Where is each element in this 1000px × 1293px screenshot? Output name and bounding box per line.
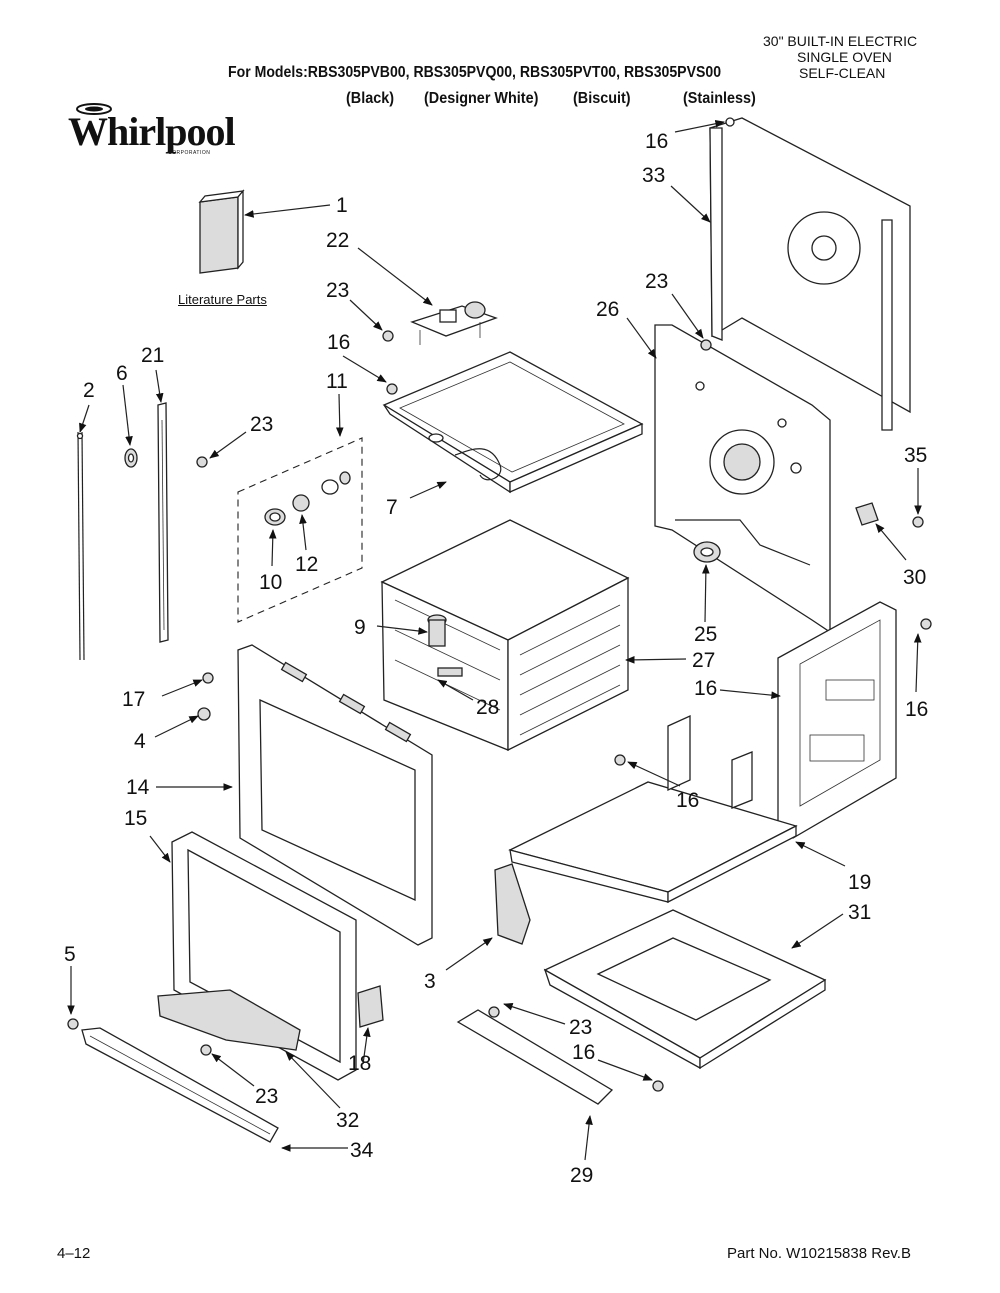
callout-27: 27	[692, 649, 715, 672]
part-bottom-panel-19	[508, 714, 798, 904]
callout-16e: 23	[645, 270, 668, 293]
callout-23e: 35	[904, 444, 927, 467]
models-line: For Models:RBS305PVB00, RBS305PVQ00, RBS…	[228, 64, 722, 81]
part-vent-strip-34	[81, 1027, 279, 1143]
part-bracket-18	[357, 985, 384, 1028]
callout-21: 21	[141, 344, 164, 367]
part-front-frame-14	[237, 644, 433, 946]
callout-23c: 23	[255, 1085, 278, 1108]
callout-34: 34	[350, 1139, 374, 1162]
part-disc-30	[693, 541, 721, 563]
product-line-1: 30" BUILT-IN ELECTRIC	[763, 33, 918, 49]
brand-sub: CORPORATION	[168, 150, 211, 156]
part-back-panel-33	[709, 117, 911, 431]
callout-19: 19	[848, 871, 871, 894]
color-stainless: (Stainless)	[683, 90, 756, 107]
callout-11: 11	[326, 370, 348, 393]
callout-35: 30	[903, 566, 926, 589]
callout-16d: 16	[645, 130, 668, 153]
page-number: 4–12	[57, 1245, 91, 1262]
part-strip-21	[157, 402, 169, 643]
callout-30: 25	[694, 623, 717, 646]
part-gasket-15	[171, 831, 357, 1081]
callout-29: 29	[570, 1164, 593, 1187]
part-rear-frame-26	[654, 324, 831, 634]
part-bracket-32	[157, 989, 301, 1051]
part-kit-11	[237, 437, 363, 623]
color-black: (Black)	[346, 90, 395, 107]
callout-17: 17	[122, 688, 145, 711]
color-biscuit: (Biscuit)	[573, 90, 631, 107]
callout-28: 28	[476, 696, 499, 719]
part-side-panel-25	[777, 601, 897, 839]
callout-23b: 23	[250, 413, 273, 436]
callout-23d: 23	[569, 1016, 592, 1039]
callout-4: 4	[134, 730, 146, 753]
callout-7: 7	[386, 496, 398, 519]
part-strip-29	[456, 1009, 614, 1105]
callout-15: 15	[124, 807, 147, 830]
callout-23: 23	[326, 279, 349, 302]
callout-6: 6	[116, 362, 128, 385]
callout-32: 32	[336, 1109, 359, 1132]
part-tray-31	[543, 909, 827, 1070]
leader-arrows	[67, 119, 922, 1161]
callout-5: 5	[64, 943, 76, 966]
part-nut-6	[124, 448, 138, 468]
callout-9: 9	[354, 616, 366, 639]
callout-10: 10	[259, 571, 282, 594]
screw-set	[67, 330, 932, 1092]
callout-labels: 1 22 23 16 21 2 6 11 23 7 10 12 9 17 4 2…	[64, 130, 928, 1187]
part-bracket-22	[410, 301, 498, 345]
part-number: Part No. W10215838 Rev.B	[727, 1245, 911, 1262]
part-rod-2	[76, 431, 85, 661]
callout-31: 31	[848, 901, 871, 924]
brand-logo: Whirlpool CORPORATION	[66, 102, 236, 158]
callout-16f: 16	[905, 698, 928, 721]
callout-12: 12	[295, 553, 318, 576]
part-top-panel-7	[382, 351, 644, 494]
callout-26: 26	[596, 298, 619, 321]
callout-18: 18	[348, 1052, 371, 1075]
callout-25: 16	[694, 677, 717, 700]
color-designer-white: (Designer White)	[424, 90, 539, 107]
part-bracket-3	[494, 863, 531, 945]
part-literature-booklet	[198, 189, 245, 274]
part-clip-35	[855, 502, 879, 526]
callout-16c: 16	[676, 789, 699, 812]
callout-16b: 16	[572, 1041, 595, 1064]
logo-swoosh-icon	[76, 103, 112, 115]
callout-1: 1	[336, 194, 348, 217]
literature-parts-label: Literature Parts	[178, 292, 267, 307]
callout-2: 2	[83, 379, 95, 402]
callout-33: 33	[642, 164, 665, 187]
callout-14: 14	[126, 776, 150, 799]
callout-16: 16	[327, 331, 350, 354]
brand-name: Whirlpool	[68, 109, 236, 154]
part-oven-cavity-27	[380, 519, 630, 752]
callout-3: 3	[424, 970, 436, 993]
callout-22: 22	[326, 229, 349, 252]
product-line-2: SINGLE OVEN	[797, 49, 892, 65]
product-line-3: SELF-CLEAN	[799, 65, 886, 81]
